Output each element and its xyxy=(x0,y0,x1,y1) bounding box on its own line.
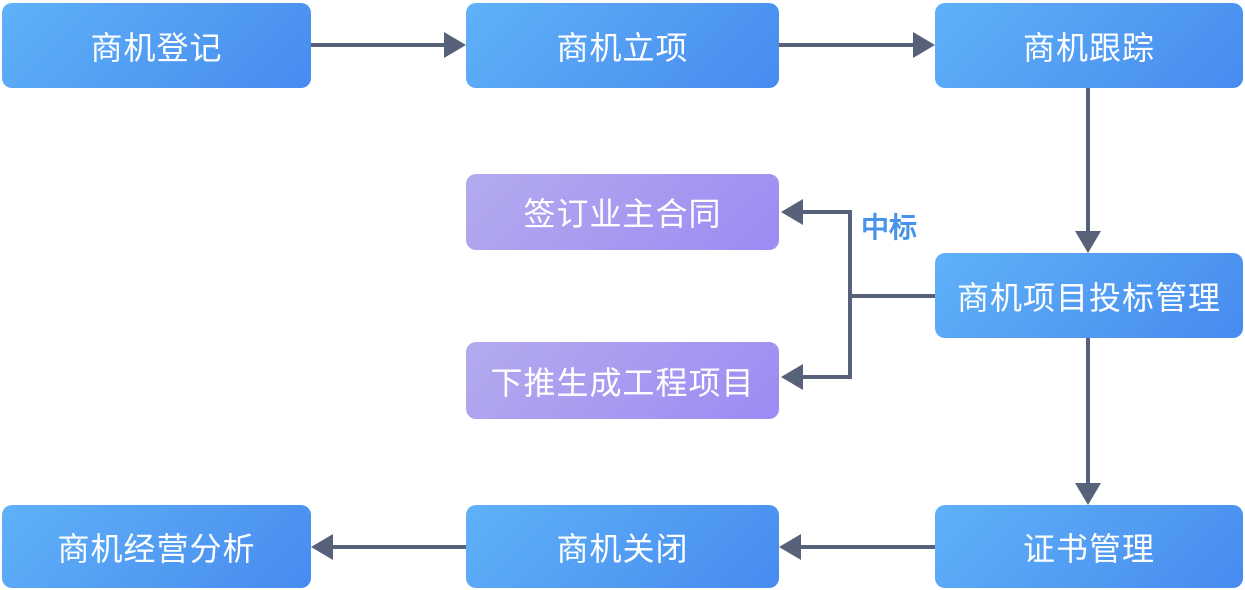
node-bid-management: 商机项目投标管理 xyxy=(935,253,1243,338)
connector-bid-to-cert xyxy=(1075,338,1101,505)
node-certificate-management: 证书管理 xyxy=(935,505,1243,588)
node-opportunity-tracking: 商机跟踪 xyxy=(935,3,1243,88)
node-opportunity-close: 商机关闭 xyxy=(466,505,779,588)
connector-track-to-bid xyxy=(1075,88,1101,253)
node-opportunity-initiation: 商机立项 xyxy=(466,3,779,88)
connector-bid-branch xyxy=(781,199,935,390)
edge-label-won-bid: 中标 xyxy=(861,212,918,243)
node-generate-engineering-project: 下推生成工程项目 xyxy=(466,342,779,419)
node-opportunity-registration: 商机登记 xyxy=(2,3,311,88)
connector-initiate-to-track xyxy=(779,32,935,58)
connector-register-to-initiate xyxy=(311,32,466,58)
node-opportunity-operation-analysis: 商机经营分析 xyxy=(2,505,311,588)
node-sign-owner-contract: 签订业主合同 xyxy=(466,174,779,250)
connector-close-to-analysis xyxy=(311,534,466,560)
connector-cert-to-close xyxy=(779,534,935,560)
